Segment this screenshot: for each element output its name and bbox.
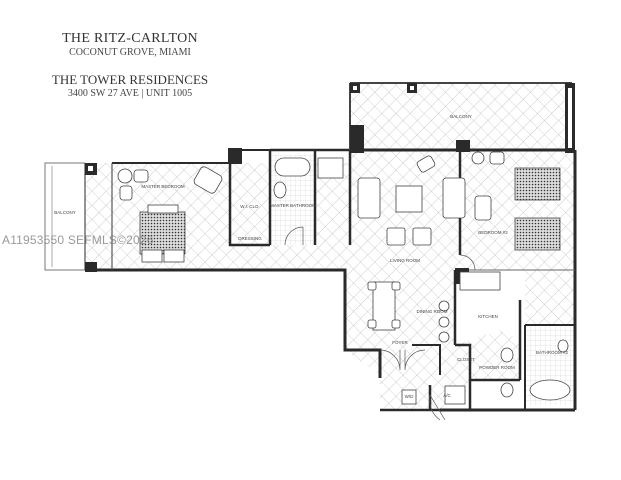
walls (84, 82, 577, 412)
label-balcony-left: BALCONY (54, 210, 76, 215)
label-powder-room: POWDER ROOM (479, 365, 515, 370)
label-laundry: W/D (405, 394, 414, 399)
label-ac: A/C (443, 393, 451, 398)
label-master-bathroom: MASTER BATHROOM (270, 203, 316, 208)
label-dressing: DRESSING (238, 236, 262, 241)
watermark: A11953550 SEFMLS©2026 (2, 233, 154, 247)
label-master-bedroom: MASTER BEDROOM (141, 184, 185, 189)
label-balcony-top: BALCONY (450, 114, 472, 119)
label-living-room: LIVING ROOM (390, 258, 420, 263)
label-walk-in-closet: W.I. CLO. (240, 204, 260, 209)
label-foyer: FOYER (392, 340, 408, 345)
label-kitchen: KITCHEN (478, 314, 498, 319)
building-title: THE TOWER RESIDENCES (51, 72, 209, 87)
doors (284, 226, 476, 421)
balcony-left (44, 162, 85, 271)
label-bathroom-2: BATHROOM #2 (536, 350, 568, 355)
furniture (117, 151, 571, 405)
room-labels: MASTER BEDROOM BALCONY W.I. CLO. DRESSIN… (54, 114, 568, 399)
unit-address: 3400 SW 27 AVE | UNIT 1005 (67, 88, 193, 99)
label-dining-room: DINING ROOM (417, 309, 448, 314)
label-bedroom-2: BEDROOM #2 (478, 230, 508, 235)
label-closet: CLOSET (457, 357, 475, 362)
location-subtitle: COCONUT GROVE, MIAMI (69, 47, 191, 58)
brand-title: THE RITZ-CARLTON (62, 31, 198, 46)
